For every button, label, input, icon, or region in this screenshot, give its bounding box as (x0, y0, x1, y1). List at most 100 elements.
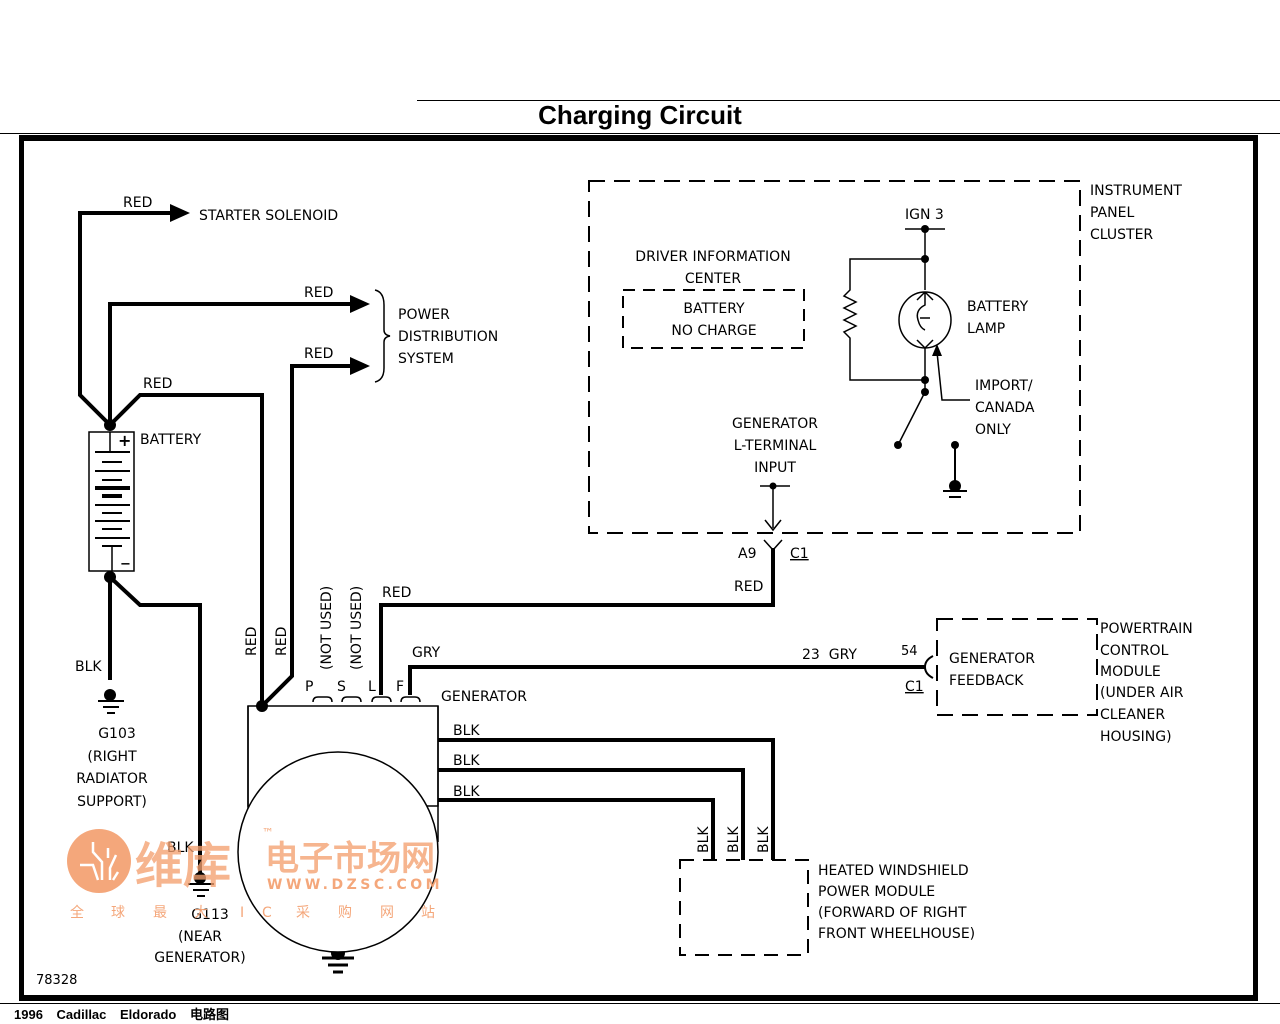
battery-plus-label: + (118, 431, 131, 450)
wire-l-red (379, 548, 775, 695)
footer-caption: 1996 Cadillac Eldorado 电路图 (14, 1007, 229, 1022)
generator-symbol (237, 696, 439, 953)
wire-label-hw-blk-2: BLK (453, 753, 480, 769)
svg-text:RADIATOR: RADIATOR (76, 771, 148, 787)
svg-text:DISTRIBUTION: DISTRIBUTION (398, 329, 498, 345)
wire-label-pcm-gry: 23 GRY (802, 647, 857, 663)
wire-label-hw-vblk-2: BLK (726, 826, 742, 853)
pcm-box (936, 618, 1098, 716)
wire-hw-blk-1 (438, 738, 775, 860)
gen-terminal-f: F (396, 679, 404, 695)
svg-text:ONLY: ONLY (975, 422, 1011, 438)
svg-text:(UNDER AIR: (UNDER AIR (1100, 685, 1184, 701)
figure-number: 78328 (36, 973, 77, 988)
not-used-s-label: (NOT USED) (349, 586, 365, 670)
wire-label-ipc-red: RED (734, 579, 763, 595)
svg-text:C: C (262, 905, 272, 921)
svg-text:网: 网 (380, 905, 394, 921)
pcm-pin-label: 54 (901, 644, 918, 659)
battery-lamp-circuit (842, 228, 970, 446)
svg-text:INSTRUMENT: INSTRUMENT (1090, 183, 1182, 199)
watermark-name: 电子市场网 (265, 839, 435, 879)
gen-l-input-label: GENERATOR L-TERMINAL INPUT (732, 416, 818, 476)
page-title: Charging Circuit (538, 100, 742, 130)
svg-text:I: I (240, 905, 244, 921)
wire-pds-red-1 (108, 302, 355, 425)
svg-text:(NEAR: (NEAR (178, 929, 222, 945)
footer-rule (0, 1003, 1280, 1004)
ipc-label: INSTRUMENT PANEL CLUSTER (1090, 183, 1182, 243)
watermark-tm: ™ (262, 826, 274, 840)
watermark-slogan: 全 球 最 大 I C 采 购 网 站 (70, 904, 435, 921)
svg-text:(FORWARD OF RIGHT: (FORWARD OF RIGHT (818, 905, 967, 921)
wire-pds-red-2 (260, 364, 355, 708)
wire-label-gen-red-1: RED (244, 627, 260, 656)
ground-g103 (98, 689, 124, 714)
watermark-logo-icon (67, 829, 131, 893)
svg-text:G113: G113 (191, 907, 229, 923)
not-used-p-label: (NOT USED) (319, 586, 335, 670)
wire-starter-red (78, 211, 175, 427)
hwpm-label: HEATED WINDSHIELD POWER MODULE (FORWARD … (818, 863, 975, 942)
junction-battery-pos (104, 419, 116, 431)
svg-text:SYSTEM: SYSTEM (398, 351, 454, 367)
svg-text:GENERATOR): GENERATOR) (154, 950, 245, 966)
svg-text:DRIVER INFORMATION: DRIVER INFORMATION (635, 249, 790, 265)
svg-text:SUPPORT): SUPPORT) (77, 794, 147, 810)
pds-label: POWER DISTRIBUTION SYSTEM (398, 307, 498, 367)
svg-text:HEATED WINDSHIELD: HEATED WINDSHIELD (818, 863, 969, 879)
svg-text:GENERATOR: GENERATOR (732, 416, 818, 432)
svg-text:BATTERY: BATTERY (967, 299, 1029, 315)
gen-terminal-l: L (368, 679, 376, 695)
svg-text:(RIGHT: (RIGHT (87, 749, 137, 765)
dic-message: BATTERY NO CHARGE (671, 301, 756, 339)
header-rule-top (417, 100, 1280, 101)
svg-text:CANADA: CANADA (975, 400, 1035, 416)
battery-minus-label: − (120, 557, 131, 572)
import-canada-label: IMPORT/ CANADA ONLY (975, 378, 1035, 438)
svg-text:IMPORT/: IMPORT/ (975, 378, 1033, 394)
wire-f-gry (408, 665, 926, 695)
arrow-starter (170, 204, 190, 222)
dic-label: DRIVER INFORMATION CENTER (635, 249, 790, 287)
connector-c1-pcm-label: C1 (905, 679, 924, 695)
connector-c1-ipc-label: C1 (790, 546, 809, 562)
wire-label-g113-blk: BLK (167, 840, 194, 856)
connector-a9-label: A9 (738, 546, 756, 562)
watermark-url: WWW.DZSC.COM (267, 877, 443, 893)
starter-solenoid-label: STARTER SOLENOID (199, 208, 338, 224)
svg-text:CLEANER: CLEANER (1100, 707, 1165, 723)
wire-g113-blk (108, 575, 202, 875)
wire-label-starter-red: RED (123, 195, 152, 211)
svg-text:全: 全 (70, 904, 84, 921)
connector-c1-pcm (923, 655, 934, 679)
svg-text:CLUSTER: CLUSTER (1090, 227, 1153, 243)
junction-ign (921, 225, 929, 233)
wire-hw-blk-2 (438, 768, 745, 860)
header-rule (0, 133, 1280, 134)
svg-text:采: 采 (296, 905, 310, 921)
battery-lamp-label: BATTERY LAMP (967, 299, 1029, 337)
dic-box (622, 289, 805, 349)
junction-battery-neg (104, 571, 116, 583)
connector-c1-ipc (760, 485, 790, 552)
pds-brace (374, 289, 391, 383)
svg-text:POWERTRAIN: POWERTRAIN (1100, 621, 1193, 637)
svg-text:G103: G103 (98, 726, 136, 742)
svg-text:NO CHARGE: NO CHARGE (671, 323, 756, 339)
wire-label-batt-red: RED (143, 376, 172, 392)
g113-label: G113 (NEAR GENERATOR) (154, 907, 245, 966)
g103-label: G103 (RIGHT RADIATOR SUPPORT) (76, 726, 148, 810)
ign-label: IGN 3 (905, 207, 944, 223)
hwpm-box (679, 859, 809, 956)
ground-g113 (188, 872, 214, 897)
svg-text:站: 站 (421, 905, 435, 921)
watermark-brand: 维库 (135, 838, 231, 894)
arrow-pds-2 (350, 357, 370, 375)
gen-terminal-p: P (305, 679, 313, 695)
battery-symbol: + − (88, 431, 135, 572)
wire-label-hw-blk-1: BLK (453, 723, 480, 739)
arrow-pds-1 (350, 295, 370, 313)
svg-text:HOUSING): HOUSING) (1100, 729, 1172, 745)
